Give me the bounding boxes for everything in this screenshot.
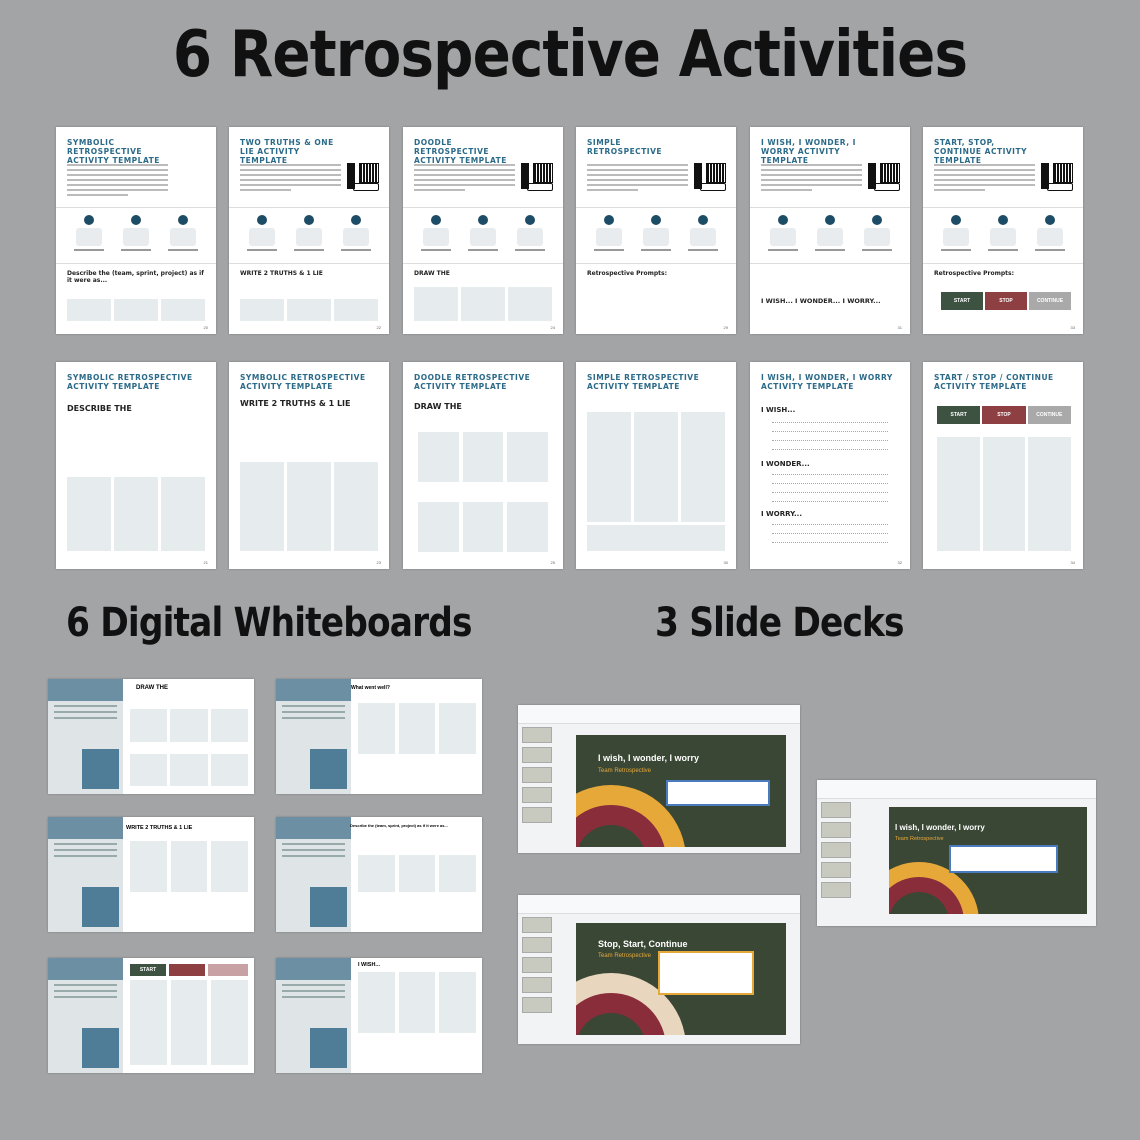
whiteboard-simple: What went well? xyxy=(276,679,482,794)
continue-label: CONTINUE xyxy=(1029,292,1071,310)
page-number: 32 xyxy=(897,560,902,565)
qr-code-icon xyxy=(868,163,900,191)
slide-title: I wish, I wonder, I worry xyxy=(895,823,985,832)
wonder-label: I WONDER... xyxy=(761,460,810,468)
main-heading: 6 Retrospective Activities xyxy=(172,18,968,92)
continue-label: CONTINUE xyxy=(1027,406,1071,424)
template-card-two-truths: TWO TRUTHS & ONE LIE ACTIVITY TEMPLATE W… xyxy=(229,127,389,334)
worry-label: I WORRY... xyxy=(761,510,802,518)
qr-code-icon xyxy=(694,163,726,191)
page-number: 24 xyxy=(550,325,555,330)
card-prompt: DRAW THE xyxy=(414,270,450,277)
template-card-simple: SIMPLE RETROSPECTIVE Retrospective Promp… xyxy=(576,127,736,334)
template-card-wish-wonder-worry: I WISH, I WONDER, I WORRY ACTIVITY TEMPL… xyxy=(750,127,910,334)
card-title: SYMBOLIC RETROSPECTIVE ACTIVITY TEMPLATE xyxy=(67,373,193,391)
worksheet-doodle: DOODLE RETROSPECTIVE ACTIVITY TEMPLATE D… xyxy=(403,362,563,569)
page-number: 33 xyxy=(1070,325,1075,330)
worksheet-heading: DESCRIBE THE xyxy=(67,404,132,413)
worksheet-wish-wonder-worry: I WISH, I WONDER, I WORRY ACTIVITY TEMPL… xyxy=(750,362,910,569)
page-number: 34 xyxy=(1070,560,1075,565)
stop-label: STOP xyxy=(985,292,1027,310)
page-number: 31 xyxy=(897,325,902,330)
template-card-start-stop-continue: START, STOP, CONTINUE ACTIVITY TEMPLATE … xyxy=(923,127,1083,334)
slide-deck-stop-start-continue: Stop, Start, Continue Team Retrospective xyxy=(518,895,800,1044)
qr-code-icon xyxy=(521,163,553,191)
card-title: I WISH, I WONDER, I WORRY ACTIVITY TEMPL… xyxy=(761,138,856,165)
card-title: SYMBOLIC RETROSPECTIVE ACTIVITY TEMPLATE xyxy=(240,373,366,391)
card-prompt: WRITE 2 TRUTHS & 1 LIE xyxy=(240,270,323,277)
page-number: 21 xyxy=(203,560,208,565)
wish-label: I WISH... xyxy=(761,406,796,414)
whiteboard-doodle: DRAW THE xyxy=(48,679,254,794)
worksheet-heading: WRITE 2 TRUTHS & 1 LIE xyxy=(240,399,351,408)
slide-title: I wish, I wonder, I worry xyxy=(598,753,700,763)
whiteboard-label: WRITE 2 TRUTHS & 1 LIE xyxy=(126,825,193,831)
ssc-buttons: START STOP CONTINUE xyxy=(941,292,1071,310)
worksheet-simple: SIMPLE RETROSPECTIVE ACTIVITY TEMPLATE 3… xyxy=(576,362,736,569)
card-title: TWO TRUTHS & ONE LIE ACTIVITY TEMPLATE xyxy=(240,138,334,165)
page-number: 30 xyxy=(723,560,728,565)
card-prompt: I WISH... I WONDER... I WORRY... xyxy=(761,297,881,305)
card-prompt: Describe the (team, sprint, project) as … xyxy=(67,270,204,284)
whiteboard-start-stop-continue: START xyxy=(48,958,254,1073)
whiteboard-label: Describe the (team, sprint, project) as … xyxy=(350,823,448,828)
worksheet-start-stop-continue: START / STOP / CONTINUE ACTIVITY TEMPLAT… xyxy=(923,362,1083,569)
card-title: START, STOP, CONTINUE ACTIVITY TEMPLATE xyxy=(934,138,1028,165)
whiteboard-symbolic: Describe the (team, sprint, project) as … xyxy=(276,817,482,932)
slide-subtitle: Team Retrospective xyxy=(598,953,652,959)
stop-label: STOP xyxy=(982,406,1026,424)
worksheet-symbolic: SYMBOLIC RETROSPECTIVE ACTIVITY TEMPLATE… xyxy=(56,362,216,569)
slide-title: Stop, Start, Continue xyxy=(598,939,688,949)
slide-decks-heading: 3 Slide Decks xyxy=(655,600,905,646)
whiteboard-label: DRAW THE xyxy=(136,685,168,691)
card-title: DOODLE RETROSPECTIVE ACTIVITY TEMPLATE xyxy=(414,138,507,165)
qr-code-icon xyxy=(347,163,379,191)
template-card-symbolic: SYMBOLIC RETROSPECTIVE ACTIVITY TEMPLATE… xyxy=(56,127,216,334)
page-number: 20 xyxy=(203,325,208,330)
slide-deck-wish-wonder-worry: I wish, I wonder, I worry Team Retrospec… xyxy=(518,705,800,853)
page-number: 23 xyxy=(376,560,381,565)
whiteboard-label: START xyxy=(130,964,166,976)
whiteboard-label: What went well? xyxy=(351,685,390,691)
whiteboard-label: I WISH... xyxy=(358,962,380,968)
whiteboard-wish-wonder-worry: I WISH... xyxy=(276,958,482,1073)
start-label: START xyxy=(937,406,981,424)
slide-deck-wish-wonder-worry-2: I wish, I wonder, I worry Team Retrospec… xyxy=(817,780,1096,926)
slide-subtitle: Team Retrospective xyxy=(598,768,652,774)
card-title: SYMBOLIC RETROSPECTIVE ACTIVITY TEMPLATE xyxy=(67,138,160,165)
slide-subtitle: Team Retrospective xyxy=(895,836,944,842)
worksheet-heading: DRAW THE xyxy=(414,402,462,411)
card-title: START / STOP / CONTINUE ACTIVITY TEMPLAT… xyxy=(934,373,1054,391)
worksheet-two-truths: SYMBOLIC RETROSPECTIVE ACTIVITY TEMPLATE… xyxy=(229,362,389,569)
card-title: DOODLE RETROSPECTIVE ACTIVITY TEMPLATE xyxy=(414,373,531,391)
card-title: SIMPLE RETROSPECTIVE ACTIVITY TEMPLATE xyxy=(587,373,700,391)
start-label: START xyxy=(941,292,983,310)
card-title: SIMPLE RETROSPECTIVE xyxy=(587,138,663,156)
page-number: 29 xyxy=(723,325,728,330)
card-prompt: Retrospective Prompts: xyxy=(934,270,1014,277)
steps xyxy=(66,215,206,261)
card-prompt: Retrospective Prompts: xyxy=(587,270,667,277)
page-number: 22 xyxy=(376,325,381,330)
template-card-doodle: DOODLE RETROSPECTIVE ACTIVITY TEMPLATE D… xyxy=(403,127,563,334)
card-body-text xyxy=(67,164,168,199)
qr-code-icon xyxy=(1041,163,1073,191)
whiteboards-heading: 6 Digital Whiteboards xyxy=(66,600,472,646)
card-title: I WISH, I WONDER, I WORRY ACTIVITY TEMPL… xyxy=(761,373,893,391)
whiteboard-two-truths: WRITE 2 TRUTHS & 1 LIE xyxy=(48,817,254,932)
page-number: 25 xyxy=(550,560,555,565)
